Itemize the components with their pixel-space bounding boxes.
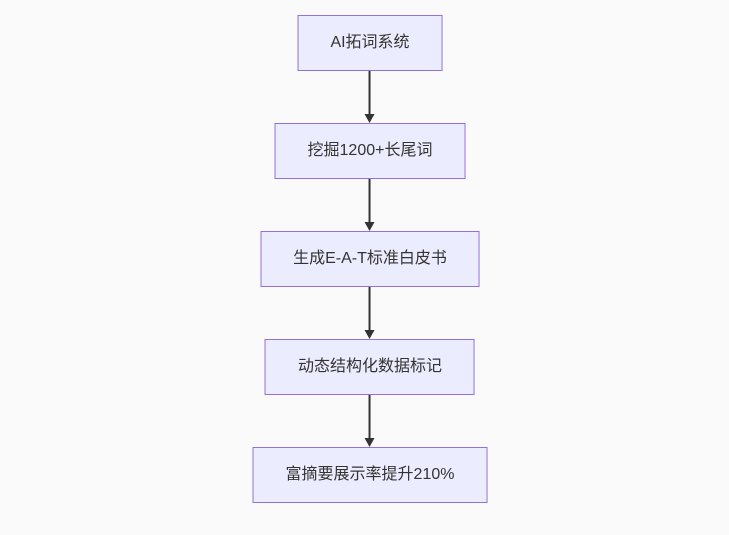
arrow-line: [369, 71, 371, 114]
arrow-line: [369, 287, 371, 330]
arrow-down-icon: [365, 438, 375, 447]
arrow-line: [369, 395, 371, 438]
arrow-line: [369, 179, 371, 222]
flow-node-ai-keyword-system: AI拓词系统: [297, 15, 443, 71]
flow-arrow-3: [365, 287, 375, 339]
flow-arrow-4: [365, 395, 375, 447]
flow-node-eat-whitepaper: 生成E-A-T标准白皮书: [260, 231, 480, 287]
flow-node-label: 动态结构化数据标记: [297, 358, 442, 375]
flow-node-rich-snippet-rate: 富摘要展示率提升210%: [252, 447, 488, 503]
arrow-down-icon: [365, 330, 375, 339]
flow-node-label: 富摘要展示率提升210%: [285, 466, 455, 483]
flowchart: AI拓词系统 挖掘1200+长尾词 生成E-A-T标准白皮书 动态结构化数据标记: [252, 15, 488, 503]
flow-node-label: 挖掘1200+长尾词: [307, 142, 433, 159]
arrow-down-icon: [365, 222, 375, 231]
flow-node-structured-data-markup: 动态结构化数据标记: [264, 339, 475, 395]
arrow-down-icon: [365, 114, 375, 123]
flow-node-label: 生成E-A-T标准白皮书: [293, 250, 447, 267]
flow-arrow-1: [365, 71, 375, 123]
flow-node-longtail-keywords: 挖掘1200+长尾词: [274, 123, 466, 179]
flow-node-label: AI拓词系统: [330, 34, 410, 51]
flow-arrow-2: [365, 179, 375, 231]
